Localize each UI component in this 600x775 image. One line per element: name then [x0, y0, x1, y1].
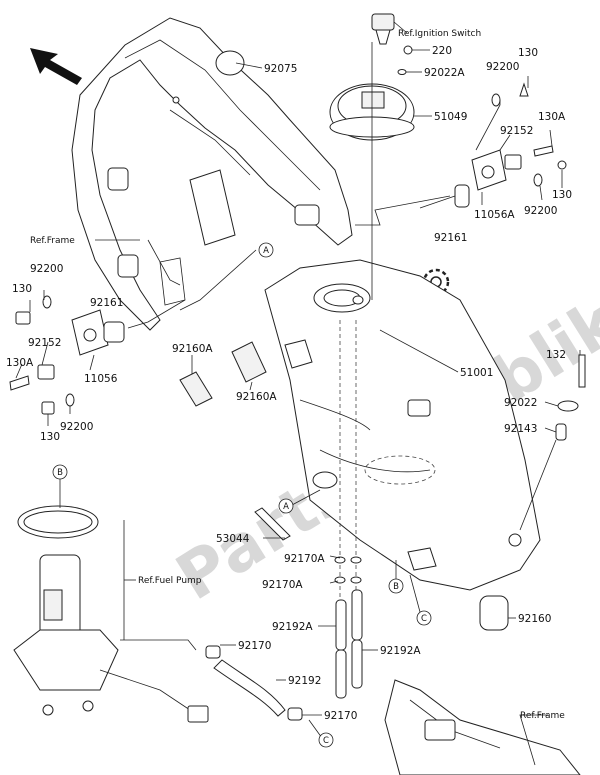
left-bracket-group: [9, 295, 125, 415]
part-label-130-right: 130: [552, 189, 572, 201]
svg-text:A: A: [263, 246, 269, 256]
bottom-frame-illustration: [384, 679, 581, 775]
strip-53044: [254, 507, 291, 541]
ref-ignition-switch-label: Ref.Ignition Switch: [398, 29, 481, 39]
part-label-130A-top: 130A: [538, 111, 566, 123]
part-label-11056: 11056: [84, 373, 118, 385]
part-label-132: 132: [546, 349, 566, 361]
part-label-92192A-a: 92192A: [272, 621, 313, 633]
part-label-92192A-b: 92192A: [380, 645, 421, 657]
fuel-pump-assembly: [13, 505, 209, 723]
callout-c-tank: C: [416, 610, 432, 626]
part-label-92022A: 92022A: [424, 67, 465, 79]
part-label-130-left-bottom: 130: [40, 431, 60, 443]
part-label-53044: 53044: [216, 533, 250, 545]
ref-fuel-pump-label: Ref.Fuel Pump: [138, 576, 202, 586]
svg-text:C: C: [323, 736, 329, 746]
svg-text:C: C: [421, 614, 427, 624]
part-label-92161-left: 92161: [90, 297, 123, 309]
svg-text:B: B: [57, 468, 63, 478]
part-label-92152-top: 92152: [500, 125, 533, 137]
part-label-92152-left: 92152: [28, 337, 61, 349]
part-label-92170-b: 92170: [324, 710, 357, 722]
leader-lines: [15, 21, 581, 766]
svg-text:A: A: [283, 502, 289, 512]
fuel-cap-51049: [329, 83, 415, 141]
pad-92160A-b: [231, 341, 267, 383]
part-label-92160A-a: 92160A: [172, 343, 213, 355]
part-label-92200-left-bottom: 92200: [60, 421, 93, 433]
washer-92022A: [397, 69, 407, 75]
hose-group-a: [334, 556, 363, 699]
washer-92022: [557, 400, 579, 412]
part-label-92200-right: 92200: [524, 205, 557, 217]
part-label-51001: 51001: [460, 367, 493, 379]
screw-220: [403, 45, 413, 55]
callout-a-top: A: [258, 242, 274, 258]
right-bracket-group: [454, 82, 567, 208]
part-label-92160: 92160: [518, 613, 551, 625]
part-label-92200-left: 92200: [30, 263, 63, 275]
callout-c-hose: C: [318, 732, 334, 748]
bolt-132: [578, 354, 586, 388]
part-label-11056A: 11056A: [474, 209, 515, 221]
part-label-92192: 92192: [288, 675, 321, 687]
callout-b-tank: B: [388, 578, 404, 594]
ignition-switch-plug: [371, 13, 395, 45]
grommet-92075: [215, 50, 245, 76]
ref-frame-label-bottom: Ref.Frame: [520, 711, 565, 721]
part-label-92160A-b: 92160A: [236, 391, 277, 403]
part-label-92170A-a: 92170A: [284, 553, 325, 565]
hose-92192: [205, 645, 303, 721]
direction-arrow-icon: [30, 48, 82, 85]
part-label-130-left: 130: [12, 283, 32, 295]
mount-92160: [479, 595, 509, 631]
callout-a-tank: A: [278, 498, 294, 514]
part-label-130-top: 130: [518, 47, 538, 59]
fuel-tank-51001: [264, 259, 541, 600]
cap-92143: [555, 423, 567, 441]
svg-text:B: B: [393, 582, 399, 592]
part-label-220: 220: [432, 45, 452, 57]
part-label-130A-left: 130A: [6, 357, 34, 369]
part-label-51049: 51049: [434, 111, 467, 123]
part-label-92170A-b: 92170A: [262, 579, 303, 591]
ref-frame-label-left: Ref.Frame: [30, 236, 75, 246]
part-label-92143: 92143: [504, 423, 537, 435]
part-label-92200-top: 92200: [486, 61, 519, 73]
callout-b-left: B: [52, 464, 68, 480]
pad-92160A-a: [179, 371, 213, 407]
frame-illustration: [71, 17, 353, 331]
part-label-92022: 92022: [504, 397, 537, 409]
part-label-92161-right: 92161: [434, 232, 467, 244]
part-label-92170-a: 92170: [238, 640, 271, 652]
part-label-92075: 92075: [264, 63, 297, 75]
